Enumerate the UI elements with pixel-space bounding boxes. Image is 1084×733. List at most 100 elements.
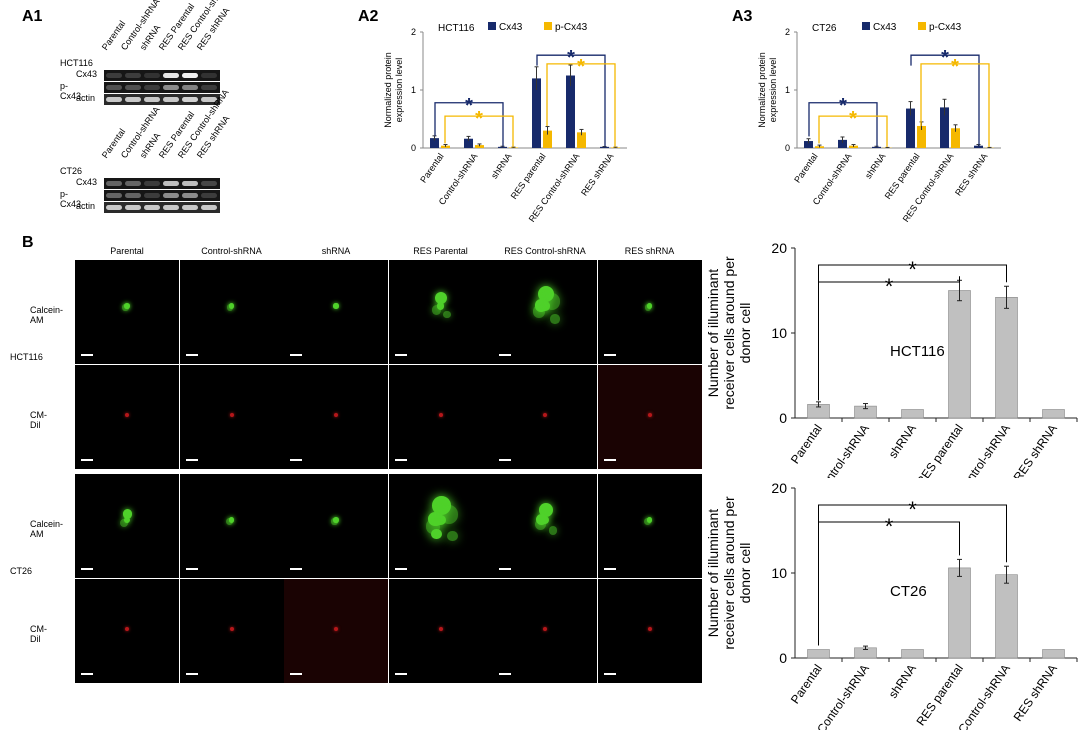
microscopy-row-label: CM-Dil (30, 624, 47, 644)
bar (543, 130, 552, 148)
significance-star: * (941, 47, 949, 69)
bar (951, 128, 960, 148)
scale-bar (81, 568, 93, 570)
y-tick-label: 10 (771, 325, 787, 341)
microscopy-image (284, 260, 388, 364)
blot-band (125, 84, 141, 90)
scale-bar (603, 459, 616, 461)
scale-bar (290, 568, 302, 570)
microscopy-column-label: RES Control-shRNA (504, 246, 586, 256)
y-tick-label: 0 (779, 650, 787, 666)
fluorescent-cell (226, 304, 234, 311)
bar (901, 409, 924, 419)
blot-band (144, 84, 160, 90)
blot-band-strip (104, 94, 220, 105)
blot-band (125, 72, 141, 78)
panel-label-a3: A3 (732, 8, 753, 25)
x-tick-label: Parental (788, 662, 825, 707)
scale-bar (290, 354, 302, 356)
microscopy-column-label: Control-shRNA (201, 246, 262, 256)
scale-bar (290, 459, 302, 461)
x-tick-label: shRNA (489, 151, 514, 180)
microscopy-cell-line-label: CT26 (10, 566, 33, 576)
scale-bar (394, 568, 407, 570)
blot-band (182, 192, 198, 198)
panel-label-a2: A2 (358, 8, 379, 25)
blot-row-label: p-Cx43 (60, 189, 82, 209)
scale-bar (499, 354, 511, 356)
microscopy-column-label: RES shRNA (624, 246, 675, 256)
blot-band (144, 180, 160, 186)
blot-band (201, 72, 217, 78)
y-axis-label-line: donor cell (737, 543, 753, 604)
scale-bar (185, 354, 198, 356)
microscopy-row-label: Calcein-AM (30, 519, 64, 539)
y-axis-label-line: donor cell (737, 303, 753, 364)
x-tick-label: RES parental (883, 151, 922, 201)
x-tick-label: shRNA (863, 151, 888, 180)
bar (532, 78, 541, 148)
fluorescent-cell (431, 304, 442, 315)
bar (600, 146, 609, 148)
fluorescent-cell (125, 413, 129, 417)
blot-band (125, 96, 141, 102)
blot-band (125, 180, 141, 186)
blot-row-label: actin (76, 93, 96, 103)
blot-band (106, 72, 122, 78)
microscopy-column-label: RES Parental (413, 246, 468, 256)
bar (577, 132, 586, 148)
bar (901, 649, 924, 659)
y-tick-label: 0 (411, 143, 416, 153)
y-tick-label: 0 (779, 410, 787, 426)
fluorescent-cell (439, 505, 459, 525)
bar (838, 139, 847, 148)
microscopy-image (493, 365, 597, 469)
fluorescent-cell (428, 511, 443, 527)
blot-cell-line-label: CT26 (60, 166, 83, 176)
blot-band-strip (104, 178, 220, 189)
fluorescent-cell (548, 526, 558, 535)
y-axis-label-line: Number of illuminant (705, 509, 721, 637)
microscopy-column-label: shRNA (321, 246, 351, 256)
x-tick-label: RES shRNA (579, 151, 616, 197)
bar (917, 125, 926, 148)
blot-band (201, 204, 217, 210)
blot-band (201, 180, 217, 186)
significance-star: * (885, 274, 894, 299)
fluorescent-cell (229, 627, 234, 631)
y-tick-label: 20 (771, 240, 787, 256)
significance-star: * (465, 95, 473, 117)
scale-bar (185, 459, 198, 461)
scale-bar (394, 673, 407, 675)
microscopy-image (75, 579, 179, 683)
y-tick-label: 10 (771, 565, 787, 581)
fluorescent-cell (543, 413, 547, 417)
fluorescent-cell (647, 413, 652, 417)
chart-title: CT26 (812, 23, 837, 34)
scale-bar (394, 459, 407, 461)
legend-label: p-Cx43 (555, 22, 588, 33)
scale-bar (394, 354, 407, 356)
microscopy-image (388, 474, 493, 578)
bar (475, 145, 484, 148)
fluorescent-cell (647, 627, 652, 631)
bar (940, 107, 949, 148)
fluorescent-cell (438, 413, 443, 417)
x-tick-label: RES shRNA (1011, 422, 1060, 478)
blot-cell-line-label: HCT116 (60, 58, 93, 68)
fluorescent-cell (436, 302, 445, 310)
scale-bar (499, 459, 511, 461)
x-tick-label: Parental (788, 422, 825, 467)
blot-band (163, 204, 179, 210)
blot-band (163, 96, 179, 102)
scale-bar (603, 354, 616, 356)
microscopy-image (597, 365, 702, 469)
fluorescent-cell (447, 530, 458, 541)
panel-label-b: B (22, 234, 34, 251)
blot-band (163, 72, 179, 78)
significance-star: * (908, 497, 917, 522)
y-tick-label: 0 (785, 143, 790, 153)
bar (906, 108, 915, 148)
blot-row-label: actin (76, 201, 96, 211)
